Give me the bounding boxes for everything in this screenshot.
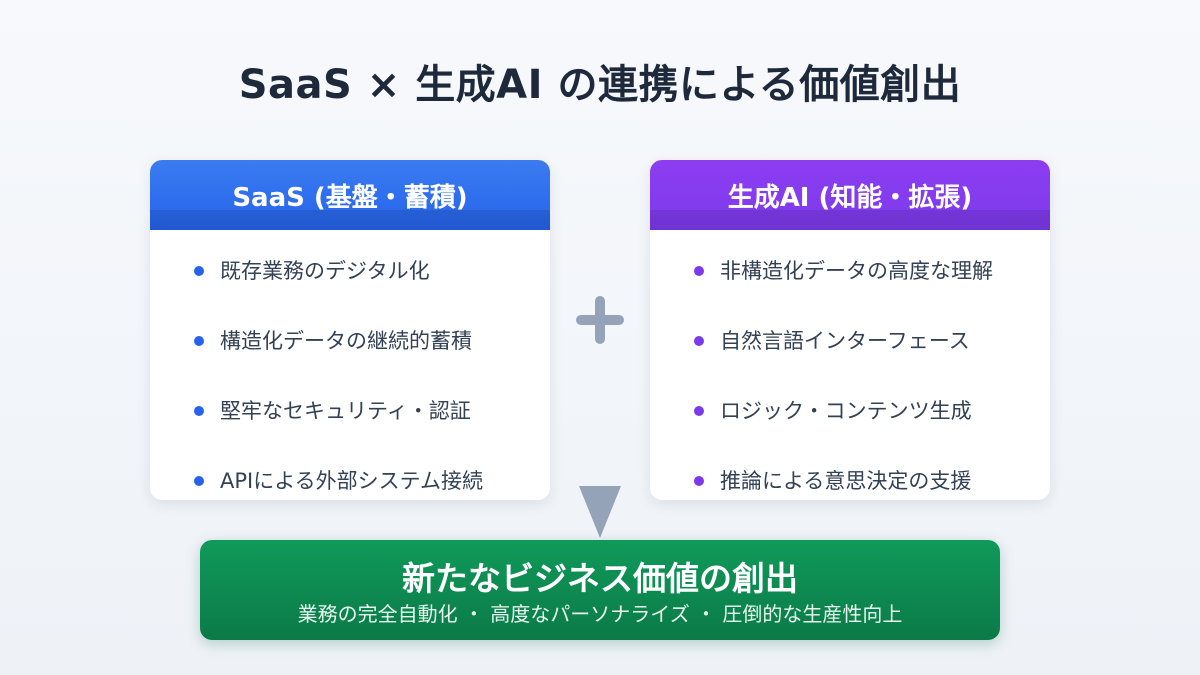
- list-item: ロジック・コンテンツ生成: [650, 396, 1050, 466]
- generative-ai-card-header: 生成AI (知能・拡張): [650, 160, 1050, 230]
- bullet-dot-icon: [694, 406, 704, 416]
- result-banner: 新たなビジネス価値の創出 業務の完全自動化 ・ 高度なパーソナライズ ・ 圧倒的…: [200, 540, 1000, 640]
- saas-card-header: SaaS (基盤・蓄積): [150, 160, 550, 230]
- list-item-label: 既存業務のデジタル化: [220, 259, 430, 283]
- plus-icon: [576, 296, 624, 344]
- list-item: 自然言語インターフェース: [650, 326, 1050, 396]
- generative-ai-feature-list: 非構造化データの高度な理解 自然言語インターフェース ロジック・コンテンツ生成 …: [650, 230, 1050, 500]
- bullet-dot-icon: [694, 476, 704, 486]
- bullet-dot-icon: [194, 406, 204, 416]
- list-item: 推論による意思決定の支援: [650, 466, 1050, 500]
- list-item-label: 自然言語インターフェース: [720, 329, 970, 353]
- list-item: 非構造化データの高度な理解: [650, 256, 1050, 326]
- list-item: 構造化データの継続的蓄積: [150, 326, 550, 396]
- list-item-label: 非構造化データの高度な理解: [720, 259, 993, 283]
- bullet-dot-icon: [194, 336, 204, 346]
- list-item-label: 推論による意思決定の支援: [720, 469, 972, 493]
- saas-feature-list: 既存業務のデジタル化 構造化データの継続的蓄積 堅牢なセキュリティ・認証 API…: [150, 230, 550, 500]
- arrow-down-icon: [579, 486, 621, 538]
- generative-ai-card: 生成AI (知能・拡張) 非構造化データの高度な理解 自然言語インターフェース …: [650, 160, 1050, 500]
- list-item: 堅牢なセキュリティ・認証: [150, 396, 550, 466]
- bullet-dot-icon: [694, 336, 704, 346]
- saas-card: SaaS (基盤・蓄積) 既存業務のデジタル化 構造化データの継続的蓄積 堅牢な…: [150, 160, 550, 500]
- bullet-dot-icon: [194, 476, 204, 486]
- bullet-dot-icon: [694, 266, 704, 276]
- result-title: 新たなビジネス価値の創出: [402, 559, 798, 598]
- list-item-label: 構造化データの継続的蓄積: [220, 329, 472, 353]
- bullet-dot-icon: [194, 266, 204, 276]
- page-title: SaaS × 生成AI の連携による価値創出: [238, 62, 962, 108]
- list-item: APIによる外部システム接続: [150, 466, 550, 500]
- list-item-label: APIによる外部システム接続: [220, 469, 483, 493]
- list-item-label: 堅牢なセキュリティ・認証: [220, 399, 471, 423]
- list-item: 既存業務のデジタル化: [150, 256, 550, 326]
- list-item-label: ロジック・コンテンツ生成: [720, 399, 972, 423]
- result-subtitle: 業務の完全自動化 ・ 高度なパーソナライズ ・ 圧倒的な生産性向上: [297, 602, 903, 626]
